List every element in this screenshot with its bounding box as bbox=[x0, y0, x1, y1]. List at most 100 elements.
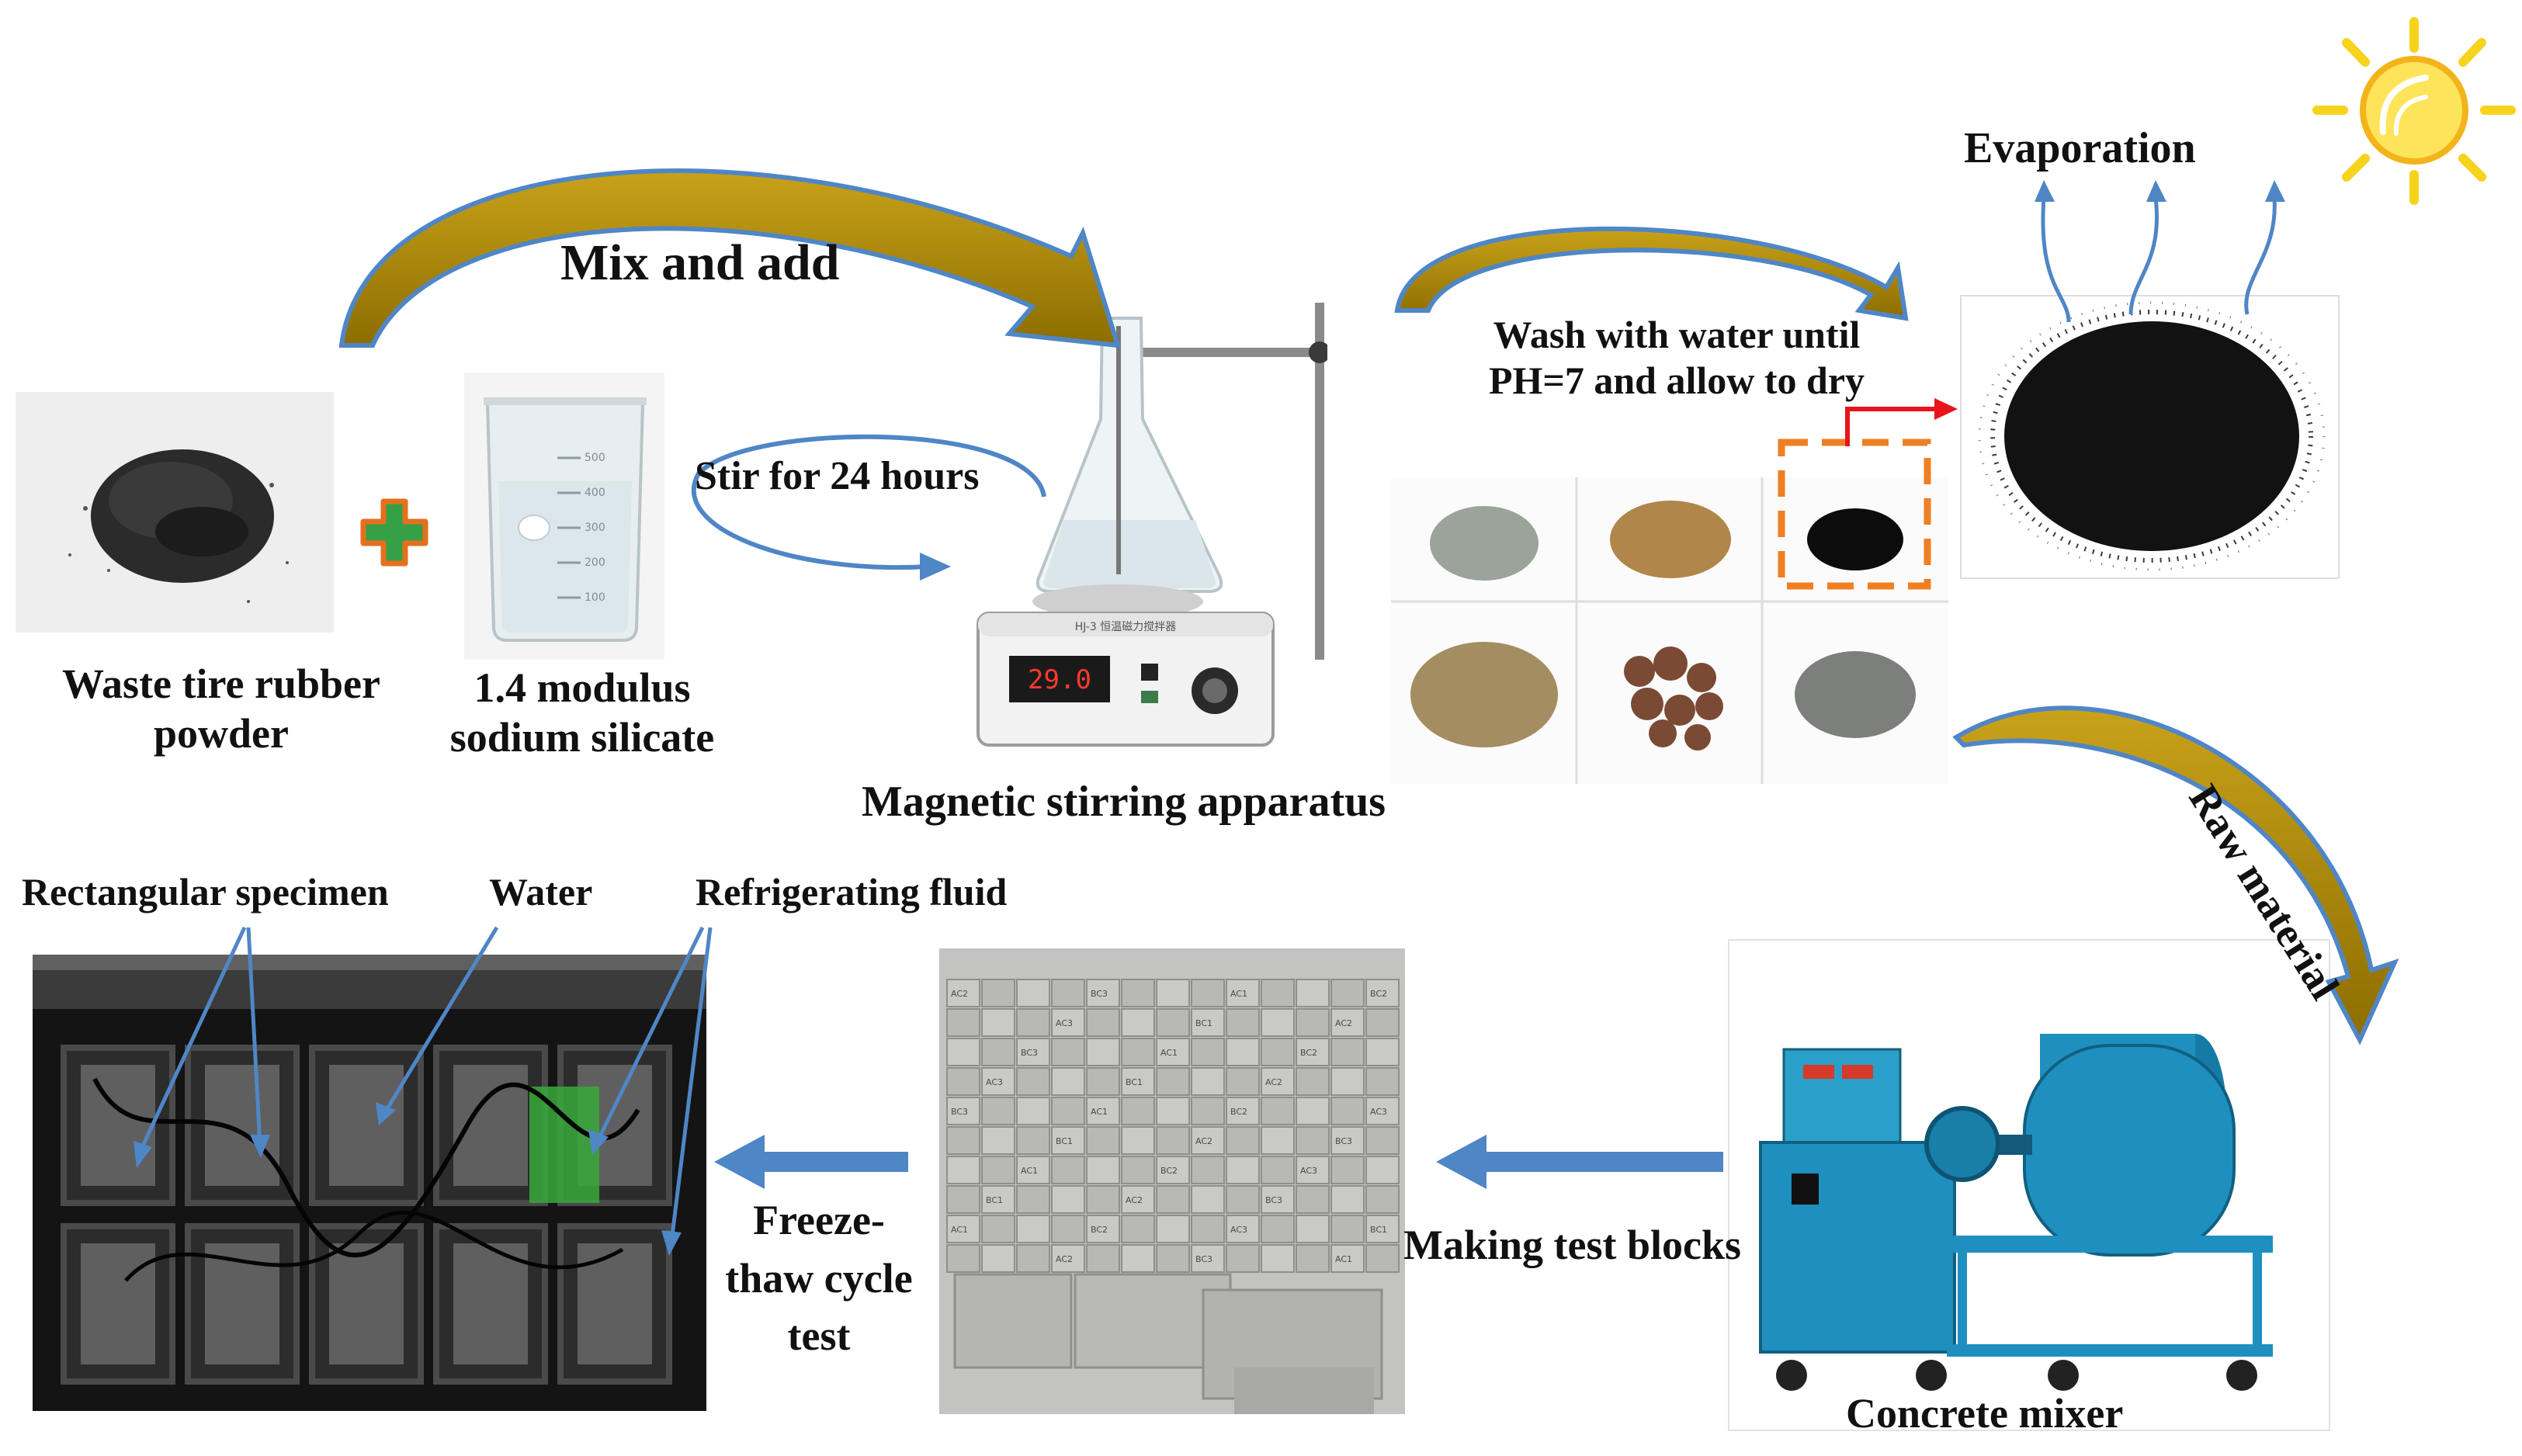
test-block bbox=[981, 1126, 1015, 1155]
test-block bbox=[1365, 1244, 1400, 1273]
test-block bbox=[1226, 1008, 1260, 1037]
test-block bbox=[1330, 1097, 1365, 1125]
test-block bbox=[1016, 1126, 1050, 1155]
evaporation-label: Evaporation bbox=[1964, 124, 2196, 172]
test-block-mark: BC3 bbox=[951, 1107, 968, 1117]
test-block bbox=[1156, 1067, 1190, 1096]
test-block bbox=[1121, 1067, 1155, 1096]
test-block bbox=[981, 1215, 1015, 1243]
test-block bbox=[1016, 1156, 1050, 1184]
test-block bbox=[1051, 1038, 1085, 1066]
test-block bbox=[946, 1038, 980, 1066]
test-block bbox=[1191, 979, 1225, 1007]
beaker-image: 500 400 300 200 100 bbox=[464, 373, 664, 660]
test-block bbox=[1086, 1244, 1120, 1273]
stir-loop-arrow-icon bbox=[691, 434, 1046, 570]
test-block bbox=[1261, 1126, 1295, 1155]
stirrer-image: 29.0 HJ-3 恒温磁力搅拌器 bbox=[977, 303, 1327, 747]
wash-curved-arrow-icon bbox=[1394, 226, 1909, 321]
beaker-mark-200: 200 bbox=[585, 556, 605, 569]
freeze-line3: test bbox=[787, 1312, 851, 1360]
specimen-block bbox=[81, 1065, 155, 1186]
test-block bbox=[981, 1097, 1015, 1125]
test-block-mark: BC3 bbox=[1091, 989, 1108, 999]
test-block bbox=[1296, 979, 1330, 1007]
test-block bbox=[981, 1185, 1015, 1214]
plus-icon bbox=[360, 498, 428, 567]
test-block bbox=[1330, 1008, 1365, 1037]
test-block bbox=[1086, 1008, 1120, 1037]
test-block bbox=[1365, 1008, 1400, 1037]
sodium-line2: sodium silicate bbox=[449, 713, 715, 761]
test-block-mark: BC1 bbox=[1370, 1225, 1387, 1235]
evaporation-arrow-icon bbox=[2146, 180, 2166, 202]
test-block-mark: BC3 bbox=[1335, 1136, 1352, 1146]
test-block bbox=[1261, 1097, 1295, 1125]
test-block-mark: BC1 bbox=[1126, 1077, 1143, 1087]
evaporation-arrows bbox=[2035, 180, 2285, 323]
raw-material-image bbox=[1391, 477, 1948, 784]
test-block bbox=[981, 1038, 1015, 1066]
test-block bbox=[1261, 1215, 1295, 1243]
sodium-silicate-label: 1.4 modulus sodium silicate bbox=[411, 664, 753, 762]
test-block bbox=[1226, 1156, 1260, 1184]
test-block-mark: AC3 bbox=[1370, 1107, 1387, 1117]
test-block bbox=[1226, 1244, 1260, 1273]
test-block bbox=[1156, 1185, 1190, 1214]
test-block bbox=[1156, 979, 1190, 1007]
test-block bbox=[1051, 1156, 1085, 1184]
test-block bbox=[1365, 1067, 1400, 1096]
test-block bbox=[1016, 1008, 1050, 1037]
beaker-mark-400: 400 bbox=[585, 487, 605, 499]
freeze-line1: Freeze- bbox=[753, 1197, 885, 1243]
test-block bbox=[981, 1156, 1015, 1184]
test-block bbox=[1330, 1038, 1365, 1066]
wash-line1: Wash with water until bbox=[1493, 313, 1861, 356]
test-block-mark: BC2 bbox=[1370, 989, 1387, 999]
raw-material-grid-photo bbox=[1391, 477, 1948, 784]
beaker-mark-300: 300 bbox=[585, 522, 605, 534]
test-block bbox=[1121, 979, 1155, 1007]
test-block-mark: AC3 bbox=[986, 1077, 1003, 1087]
specimen-block bbox=[329, 1065, 404, 1186]
mix-and-add-label: Mix and add bbox=[560, 234, 840, 291]
making-blocks-label: Making test blocks bbox=[1403, 1222, 1742, 1268]
test-block bbox=[1156, 1097, 1190, 1125]
test-block bbox=[1191, 1156, 1225, 1184]
test-block bbox=[946, 1156, 980, 1184]
test-block bbox=[1191, 1244, 1225, 1273]
test-block-mark: AC1 bbox=[1160, 1048, 1178, 1058]
test-block bbox=[1261, 1067, 1295, 1096]
test-block bbox=[1330, 1156, 1365, 1184]
dried-rubber-powder-photo bbox=[1960, 295, 2340, 579]
test-block bbox=[1086, 1067, 1120, 1096]
stirrer-model-label: HJ-3 恒温磁力搅拌器 bbox=[1075, 621, 1177, 633]
refrigerating-fluid-label: Refrigerating fluid bbox=[696, 870, 1008, 913]
test-block bbox=[1191, 1185, 1225, 1214]
chamber-image bbox=[33, 955, 706, 1411]
test-block bbox=[1086, 1097, 1120, 1125]
test-block bbox=[1330, 1126, 1365, 1155]
test-block bbox=[1156, 1244, 1190, 1273]
test-block bbox=[1296, 1097, 1330, 1125]
test-block bbox=[1330, 1067, 1365, 1096]
evaporation-arrow-icon bbox=[2035, 180, 2055, 202]
freeze-thaw-chamber-photo bbox=[33, 955, 706, 1411]
test-block-mark: BC3 bbox=[1021, 1048, 1038, 1058]
test-block-mark: AC2 bbox=[1335, 1018, 1352, 1028]
mixer-image bbox=[1729, 941, 2329, 1430]
test-block bbox=[1121, 1156, 1155, 1184]
magnetic-stirrer-photo: 29.0 HJ-3 恒温磁力搅拌器 bbox=[963, 272, 1327, 753]
mix-curved-arrow-icon bbox=[338, 168, 1122, 348]
test-block bbox=[946, 1126, 980, 1155]
to-freeze-straight-arrow-icon bbox=[714, 1135, 908, 1189]
test-block bbox=[1191, 1008, 1225, 1037]
test-block bbox=[1330, 1215, 1365, 1243]
test-block-mark: AC2 bbox=[951, 989, 968, 999]
test-block bbox=[1226, 979, 1260, 1007]
test-block bbox=[1121, 1038, 1155, 1066]
test-block bbox=[1365, 1215, 1400, 1243]
test-block bbox=[1226, 1215, 1260, 1243]
sodium-line1: 1.4 modulus bbox=[474, 664, 691, 711]
